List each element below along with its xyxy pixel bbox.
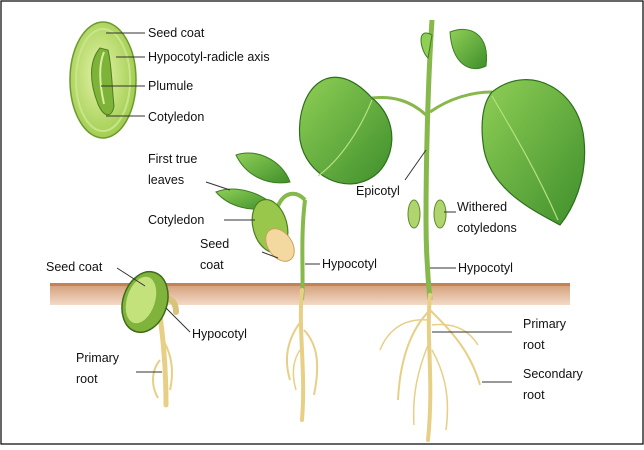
label-hypocotyl-radicle-axis: Hypocotyl-radicle axis	[148, 50, 270, 64]
label-withered-cotyledons-line1: Withered	[457, 200, 507, 214]
label-plumule: Plumule	[148, 79, 193, 93]
seed-cross-section	[70, 22, 136, 138]
label-stage1-primary-root-line2: root	[76, 372, 98, 386]
label-withered-cotyledons-line2: cotyledons	[457, 221, 517, 235]
label-seed-coat: Seed coat	[148, 26, 205, 40]
label-stage2-hypocotyl: Hypocotyl	[322, 257, 377, 271]
label-stage1-primary-root-line1: Primary	[76, 351, 120, 365]
label-secondary-root-line1: Secondary	[523, 367, 584, 381]
label-cotyledon: Cotyledon	[148, 110, 204, 124]
label-stage2-seed-coat-line1: Seed	[200, 237, 229, 251]
label-stage1-seed-coat: Seed coat	[46, 260, 103, 274]
label-stage2-seed-coat-line2: coat	[200, 258, 224, 272]
label-first-true-leaves-line1: First true	[148, 152, 197, 166]
label-stage3-primary-root-line1: Primary	[523, 317, 567, 331]
label-secondary-root-line2: root	[523, 388, 545, 402]
label-first-true-leaves-line2: leaves	[148, 173, 184, 187]
label-stage2-cotyledon: Cotyledon	[148, 213, 204, 227]
label-stage3-hypocotyl: Hypocotyl	[458, 261, 513, 275]
label-stage1-hypocotyl: Hypocotyl	[192, 327, 247, 341]
label-stage3-primary-root-line2: root	[523, 338, 545, 352]
label-epicotyl: Epicotyl	[356, 184, 400, 198]
